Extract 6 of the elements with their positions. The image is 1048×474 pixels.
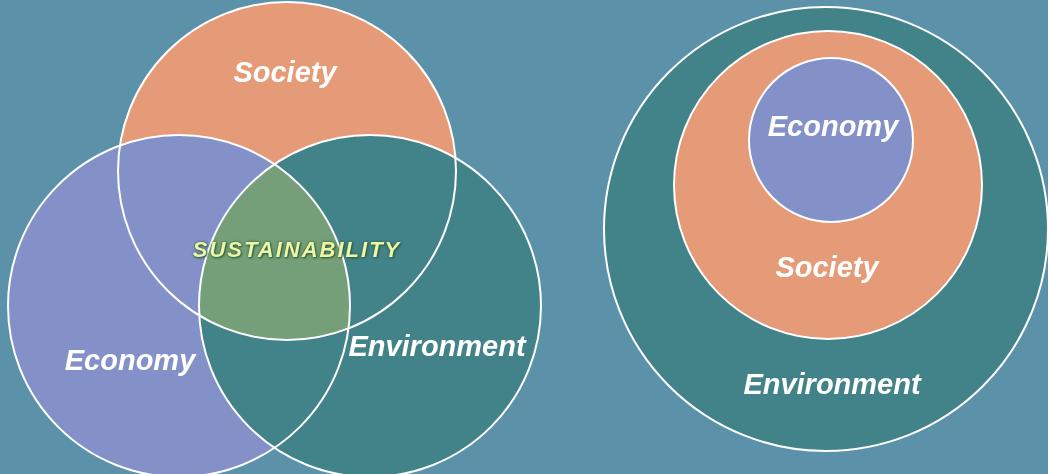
region-label: Environment — [348, 331, 526, 361]
region-label: Society — [775, 252, 879, 282]
region-label: Environment — [743, 369, 921, 399]
region-label: Economy — [767, 111, 899, 141]
region-label: Economy — [64, 345, 196, 375]
region-label: Society — [233, 57, 337, 87]
